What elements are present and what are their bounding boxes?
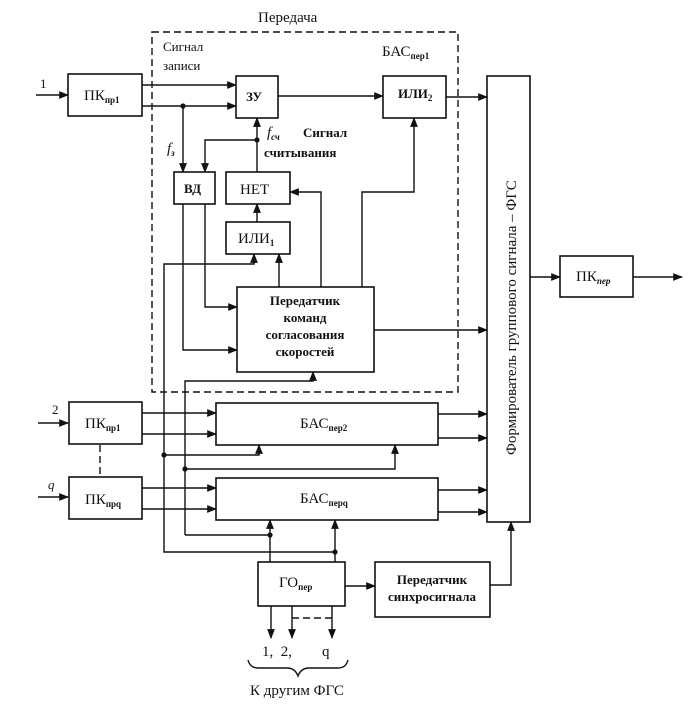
svg-text:скоростей: скоростей: [276, 344, 335, 359]
svg-text:ПКпрq: ПКпрq: [85, 492, 121, 509]
ili2-block: ИЛИ2: [382, 75, 447, 119]
read-signal-label-1: Сигнал: [303, 125, 347, 140]
svg-text:БАСпер2: БАСпер2: [300, 416, 348, 433]
output-caption: К другим ФГС: [250, 683, 344, 699]
write-signal-label-2: записи: [163, 58, 200, 73]
sync-tx-block: Передатчик синхросигнала: [374, 561, 491, 618]
svg-text:ПКпер: ПКпер: [576, 269, 611, 286]
svg-text:команд: команд: [284, 310, 327, 325]
read-signal-label-2: считывания: [264, 145, 336, 160]
svg-text:БАСперq: БАСперq: [300, 491, 348, 508]
svg-text:ВД: ВД: [184, 181, 201, 196]
f-read-label: fсч: [267, 125, 280, 142]
bas-per1-boundary: [151, 31, 459, 393]
zu-block: ЗУ: [235, 75, 279, 119]
output-brace: [247, 659, 349, 678]
fgs-block: Формирователь группового сигнала – ФГС: [486, 75, 531, 523]
svg-text:согласования: согласования: [266, 327, 345, 342]
go-per-block: ГОпер: [257, 561, 346, 607]
input-q-label: q: [48, 477, 55, 492]
svg-text:ЗУ: ЗУ: [246, 89, 263, 104]
go-outputs-labels: 1, 2, q: [262, 644, 330, 660]
svg-text:Формирователь группового сигна: Формирователь группового сигнала – ФГС: [504, 180, 520, 455]
input-2-label: 2: [52, 402, 59, 417]
cmd-tx-block: Передатчик команд согласования скоростей: [236, 286, 375, 373]
svg-text:ГОпер: ГОпер: [279, 575, 312, 592]
ili1-block: ИЛИ1: [225, 221, 291, 255]
bas-per1-label: БАСпер1: [382, 44, 430, 61]
net-block: НЕТ: [225, 171, 291, 205]
pk-prq-block: ПКпрq: [68, 476, 143, 520]
diagram-title: Передача: [258, 10, 318, 26]
svg-text:НЕТ: НЕТ: [240, 182, 269, 198]
vd-block: ВД: [173, 171, 216, 205]
bas-per2-block: БАСпер2: [215, 402, 439, 446]
pk-pr1-second-block: ПКпр1: [68, 401, 143, 445]
svg-text:ИЛИ2: ИЛИ2: [398, 86, 433, 103]
bas-perq-block: БАСперq: [215, 477, 439, 521]
input-1-label: 1: [40, 76, 47, 91]
svg-text:Передатчик: Передатчик: [397, 572, 468, 587]
f-write-label: fз: [167, 141, 175, 158]
svg-text:ПКпр1: ПКпр1: [85, 416, 121, 433]
pk-pr1-top-block: ПКпр1: [67, 73, 143, 117]
svg-text:Передатчик: Передатчик: [270, 293, 341, 308]
connections: [142, 81, 683, 639]
svg-text:синхросигнала: синхросигнала: [388, 589, 477, 604]
svg-text:ИЛИ1: ИЛИ1: [238, 231, 275, 248]
pk-per-block: ПКпер: [559, 255, 634, 298]
svg-text:ПКпр1: ПКпр1: [84, 88, 120, 105]
write-signal-label-1: Сигнал: [163, 39, 204, 54]
